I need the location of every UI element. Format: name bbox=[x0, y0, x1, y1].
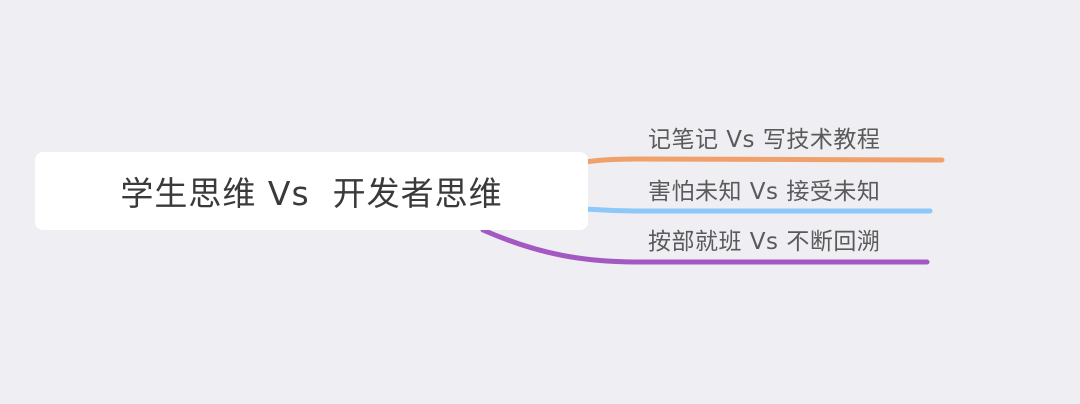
branch-topic-iterate[interactable]: 按部就班 Vs 不断回溯 bbox=[648, 229, 881, 255]
branch-topic-notes[interactable]: 记笔记 Vs 写技术教程 bbox=[648, 127, 881, 153]
branch-line-notes bbox=[582, 156, 945, 165]
branch-line-iterate bbox=[480, 227, 930, 265]
branch-topic-unknown[interactable]: 害怕未知 Vs 接受未知 bbox=[648, 179, 881, 205]
branch-line-unknown bbox=[582, 206, 933, 214]
root-topic-node[interactable]: 学生思维 Vs 开发者思维 bbox=[35, 152, 588, 230]
root-topic-label: 学生思维 Vs 开发者思维 bbox=[120, 174, 503, 213]
